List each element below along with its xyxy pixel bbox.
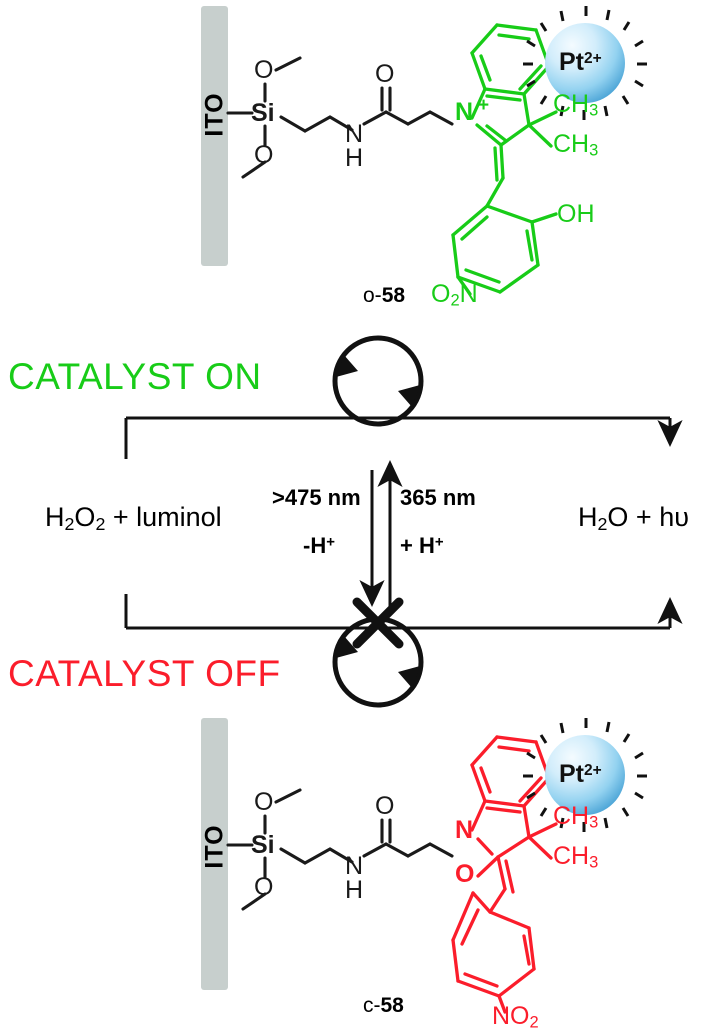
upper-reaction-bracket xyxy=(124,416,683,459)
photoswitch-equilibrium-arrows xyxy=(359,460,403,608)
uv-wavelength-label: 365 nm xyxy=(400,485,476,510)
silane-oxygen-top-lower: O xyxy=(254,141,274,169)
methyl-top-2: CH3 xyxy=(553,130,599,160)
top-indolium-ring xyxy=(470,23,558,208)
nitro-group-bottom: NO2 xyxy=(492,1002,539,1032)
lower-reaction-bracket xyxy=(124,594,683,630)
protonation-label: + H+ xyxy=(400,533,444,558)
reactants-label: H2O2 + luminol xyxy=(45,502,222,534)
ito-label-bottom: ITO xyxy=(200,824,229,869)
top-nitrophenol-ring xyxy=(451,204,558,296)
pt-sphere-body-top xyxy=(545,23,625,103)
phenol-hydroxyl: OH xyxy=(557,200,595,228)
pyran-oxygen: O xyxy=(455,860,475,888)
methyl-top-1: CH3 xyxy=(553,90,599,120)
amide-hydrogen-top: H xyxy=(345,144,364,172)
pt-sphere-body-bottom xyxy=(545,735,625,815)
pt-dash-halo-top xyxy=(523,6,647,120)
vis-wavelength-label: >475 nm xyxy=(272,485,361,510)
molecule-name-closed: c-58 xyxy=(363,994,404,1017)
pt-dash-halo-bottom xyxy=(523,718,647,832)
nitro-group-top: O2N xyxy=(431,280,478,310)
amide-nitrogen-top: N xyxy=(345,120,364,148)
indolium-nitrogen: N xyxy=(455,98,474,126)
indoline-nitrogen: N xyxy=(455,816,474,844)
amide-hydrogen-bottom: H xyxy=(345,876,364,904)
catalyst-off-label: CATALYST OFF xyxy=(8,653,281,694)
silicon-atom-bottom: Si xyxy=(251,831,275,859)
methyl-bottom-2: CH3 xyxy=(553,842,599,872)
indolium-positive-charge: + xyxy=(478,95,490,116)
silane-oxygen-bottom-lower: O xyxy=(254,873,274,901)
silane-oxygen-bottom-upper: O xyxy=(254,788,274,816)
catalytic-cycle-on xyxy=(332,335,424,427)
carbonyl-oxygen-top: O xyxy=(375,60,395,88)
ito-label-top: ITO xyxy=(200,92,229,137)
pt-label-bottom: Pt2+ xyxy=(559,760,602,788)
bottom-indoline-ring xyxy=(470,735,558,914)
bottom-chromene-ring xyxy=(451,891,536,1014)
products-label: H2O + hυ xyxy=(578,502,689,534)
ito-substrate-bottom xyxy=(201,718,228,990)
methyl-bottom-1: CH3 xyxy=(553,802,599,832)
carbonyl-oxygen-bottom: O xyxy=(375,792,395,820)
pt-sphere-top xyxy=(523,6,647,120)
pt-sphere-bottom xyxy=(523,718,647,832)
cycle-blocked-cross xyxy=(352,597,404,649)
ito-substrate-top xyxy=(201,6,228,266)
deprotonation-label: -H+ xyxy=(303,533,335,558)
silicon-atom-top: Si xyxy=(251,99,275,127)
silane-oxygen-top-upper: O xyxy=(254,56,274,84)
top-linker-bonds xyxy=(226,56,454,179)
bottom-linker-bonds xyxy=(226,788,454,911)
molecule-name-open: o-58 xyxy=(363,284,406,307)
pt-label-top: Pt2+ xyxy=(559,48,602,76)
amide-nitrogen-bottom: N xyxy=(345,852,364,880)
catalytic-cycle-off xyxy=(332,597,424,708)
catalyst-on-label: CATALYST ON xyxy=(8,356,262,397)
